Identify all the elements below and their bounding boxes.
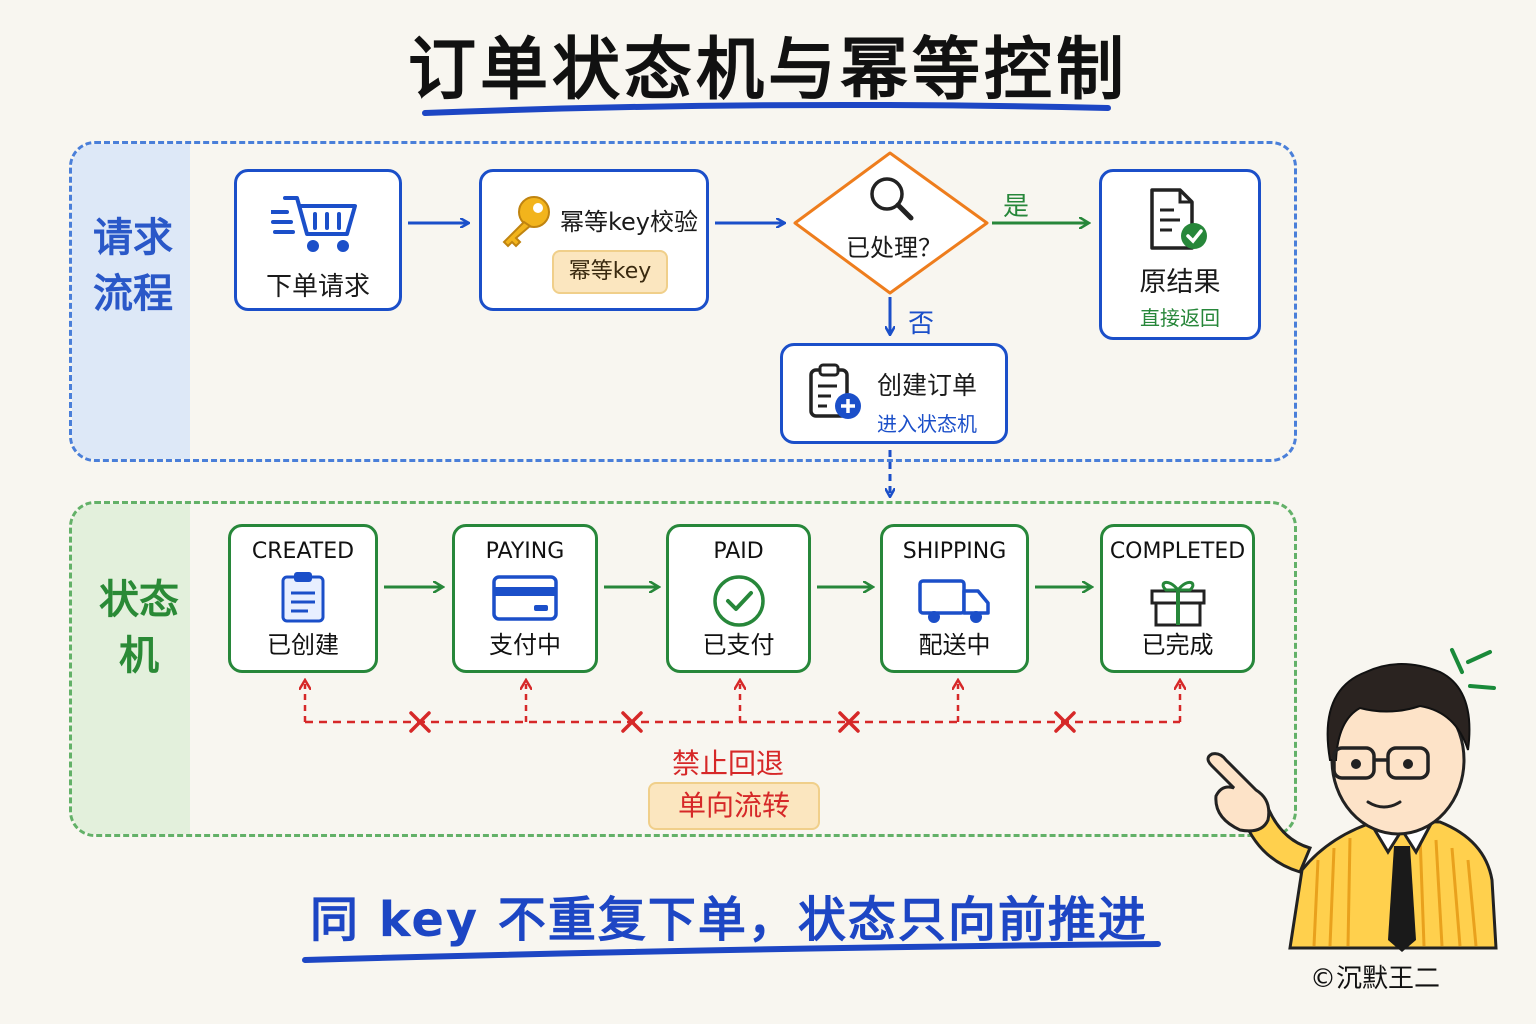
request-label-line2: 流程 bbox=[93, 271, 173, 317]
copyright-label: ©沉默王二 bbox=[1310, 964, 1441, 994]
credit-card-icon bbox=[492, 575, 558, 621]
state-completed-en: COMPLETED bbox=[1109, 539, 1246, 564]
yes-label: 是 bbox=[1003, 192, 1030, 222]
state-paid-box: PAID 已支付 bbox=[666, 524, 811, 673]
original-result-box: 原结果 直接返回 bbox=[1099, 169, 1261, 340]
decision-label: 已处理？ bbox=[846, 234, 942, 262]
idempotent-key-chip: 幂等key bbox=[552, 250, 668, 294]
order-request-label: 下单请求 bbox=[265, 272, 370, 302]
request-flow-panel bbox=[69, 141, 1297, 462]
truck-icon bbox=[917, 579, 990, 623]
state-created-en: CREATED bbox=[251, 539, 355, 564]
state-shipping-box: SHIPPING 配送中 bbox=[880, 524, 1029, 673]
check-circle-icon bbox=[712, 575, 765, 627]
state-machine-panel bbox=[69, 501, 1297, 837]
original-result-label: 原结果 bbox=[1139, 267, 1221, 298]
forbidden-x-marks bbox=[409, 711, 1076, 733]
forbid-rollback-label: 禁止回退 bbox=[672, 747, 785, 780]
forbidden-rollback-lines bbox=[305, 684, 1180, 724]
x-mark-1 bbox=[409, 711, 431, 733]
x-mark-4 bbox=[1054, 711, 1076, 733]
x-mark-3 bbox=[838, 711, 860, 733]
state-shipping-en: SHIPPING bbox=[902, 539, 1007, 564]
request-panel-label: 请求 流程 bbox=[78, 210, 188, 322]
request-panel-sidebar bbox=[72, 144, 190, 459]
state-paying-en: PAYING bbox=[485, 539, 565, 564]
x-mark-2 bbox=[621, 711, 643, 733]
state-paying-box: PAYING 支付中 bbox=[452, 524, 598, 673]
page-title: 订单状态机与幂等控制 bbox=[407, 31, 1128, 110]
create-order-box: 创建订单 进入状态机 bbox=[780, 343, 1008, 444]
footer-summary: 同 key 不重复下单，状态只向前推进 bbox=[310, 892, 1148, 948]
state-completed-cn: 已完成 bbox=[1141, 631, 1214, 659]
shopping-cart-icon bbox=[271, 196, 357, 252]
key-check-box: 幂等key校验 幂等key bbox=[479, 169, 709, 311]
clipboard-icon bbox=[281, 572, 325, 623]
key-check-label: 幂等key校验 bbox=[560, 208, 699, 236]
state-created-box: CREATED 已创建 bbox=[228, 524, 378, 673]
state-panel-label: 状态机 bbox=[99, 577, 179, 679]
one-way-chip: 单向流转 bbox=[648, 782, 820, 830]
clipboard-plus-icon bbox=[809, 363, 861, 419]
magnifier-icon bbox=[870, 177, 914, 221]
state-paying-cn: 支付中 bbox=[489, 631, 561, 659]
original-result-sublabel: 直接返回 bbox=[1140, 306, 1220, 330]
gift-icon bbox=[1150, 580, 1205, 627]
state-paid-en: PAID bbox=[713, 539, 764, 564]
key-icon bbox=[502, 196, 550, 248]
state-created-cn: 已创建 bbox=[267, 631, 339, 659]
order-request-box: 下单请求 bbox=[234, 169, 402, 311]
state-paid-cn: 已支付 bbox=[702, 631, 775, 659]
state-panel-sidebar bbox=[72, 504, 190, 834]
create-order-sublabel: 进入状态机 bbox=[877, 412, 977, 436]
document-check-icon bbox=[1150, 188, 1207, 250]
create-order-label: 创建订单 bbox=[877, 371, 978, 400]
request-label-line1: 请求 bbox=[93, 215, 173, 261]
no-label: 否 bbox=[908, 309, 935, 339]
state-completed-box: COMPLETED 已完成 bbox=[1100, 524, 1255, 673]
state-shipping-cn: 配送中 bbox=[918, 631, 991, 659]
